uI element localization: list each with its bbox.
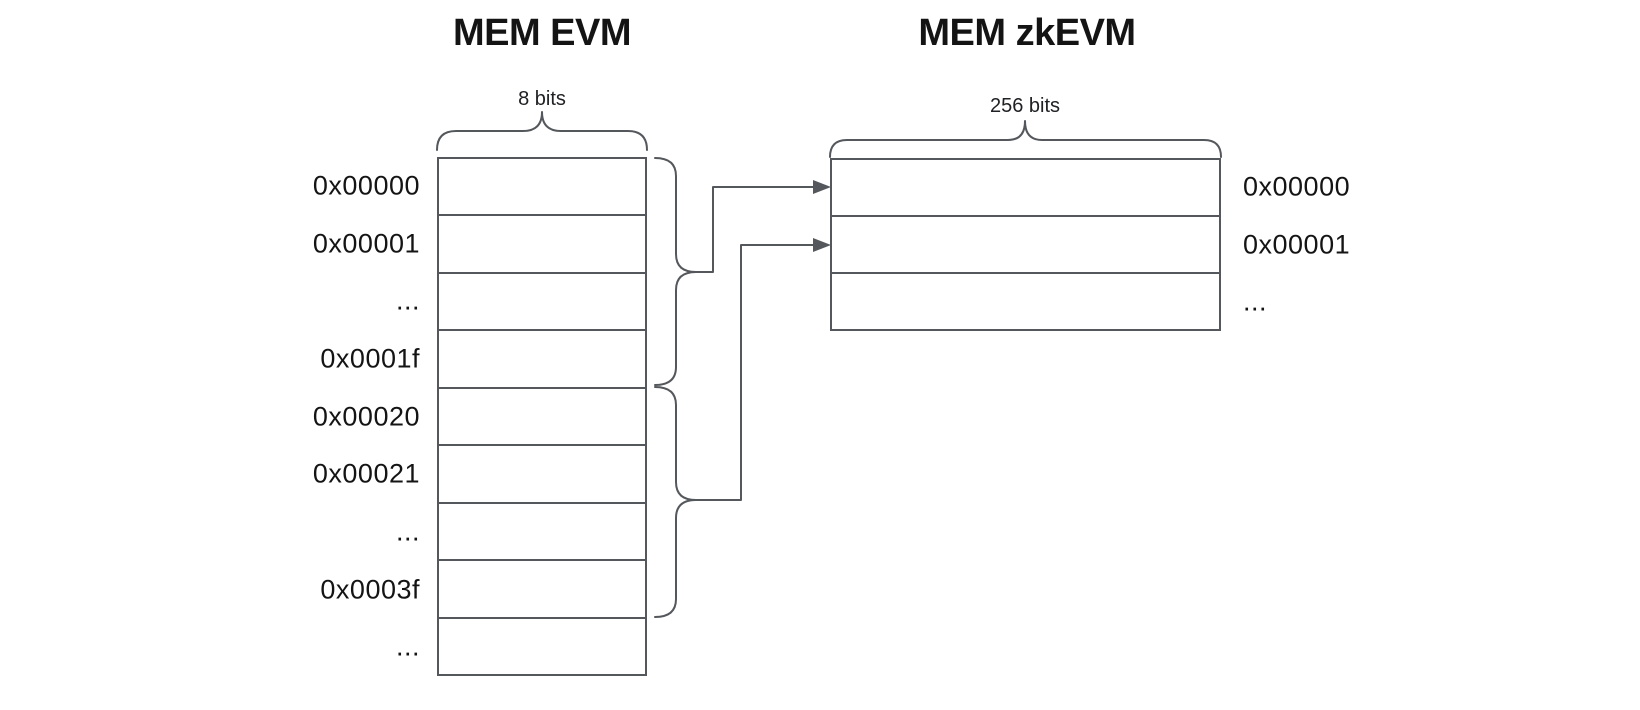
group-brace-bytes-0-icon — [654, 157, 697, 386]
arrow-line-word0 — [695, 186, 814, 273]
mem-zkevm-cell — [832, 160, 1219, 215]
mem-zkevm-address: 0x00000 — [1243, 171, 1351, 202]
mem-zkevm-table — [830, 158, 1221, 331]
mem-evm-address: 0x0001f — [320, 343, 420, 374]
mem-evm-bits-label: 8 bits — [518, 88, 566, 110]
mem-evm-cell — [439, 616, 645, 674]
arrowhead-word1-icon — [813, 238, 831, 252]
mem-zkevm-cell — [832, 215, 1219, 272]
mem-evm-cell — [439, 214, 645, 272]
mem-evm-address: ... — [395, 631, 420, 662]
mem-zkevm-address: 0x00001 — [1243, 229, 1351, 259]
arrowhead-word0-icon — [813, 180, 831, 194]
group-brace-bytes-1-icon — [654, 386, 697, 618]
mem-evm-cell — [439, 329, 645, 387]
mem-zkevm-bits-label: 256 bits — [989, 95, 1061, 117]
mem-evm-cell — [439, 159, 645, 215]
mem-zkevm-cell — [832, 272, 1219, 329]
mem-evm-address: ... — [395, 285, 420, 316]
overbrace-256bits-icon — [829, 120, 1222, 158]
mem-zkevm-title: MEM zkEVM — [918, 12, 1136, 54]
mem-evm-address: 0x0003f — [320, 574, 420, 604]
mem-evm-address: 0x00000 — [312, 170, 420, 201]
mem-evm-table — [437, 157, 647, 676]
overbrace-8bits-icon — [436, 111, 648, 151]
mem-evm-title: MEM EVM — [452, 12, 632, 54]
mem-evm-address: 0x00021 — [312, 458, 420, 489]
arrow-line-word1 — [695, 244, 814, 501]
mem-evm-cell — [439, 501, 645, 560]
mem-evm-cell — [439, 444, 645, 502]
mem-evm-cell — [439, 559, 645, 617]
mem-evm-address: 0x00001 — [312, 228, 420, 258]
mem-evm-address: 0x00020 — [312, 401, 420, 431]
mem-evm-cell — [439, 271, 645, 330]
mem-zkevm-address: ... — [1243, 286, 1268, 317]
mem-evm-cell — [439, 386, 645, 445]
mem-evm-address: ... — [395, 516, 420, 546]
